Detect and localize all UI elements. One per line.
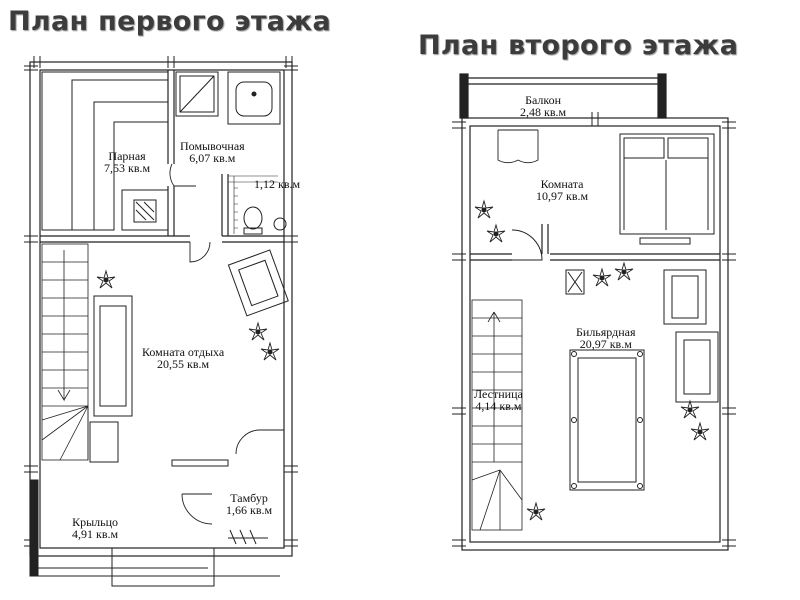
side-table bbox=[565, 269, 585, 295]
room-door bbox=[511, 229, 543, 261]
plant-icon bbox=[486, 224, 506, 243]
first-floor-partitions bbox=[40, 70, 284, 243]
plant-icon bbox=[260, 342, 280, 361]
plant-icon bbox=[474, 200, 494, 219]
toilet-room-tiles bbox=[227, 175, 278, 234]
plant-icon bbox=[96, 270, 116, 289]
first-floor-cabinet bbox=[89, 421, 119, 463]
plant-icon bbox=[690, 422, 710, 441]
washbasin bbox=[227, 71, 281, 125]
first-floor-plan bbox=[24, 56, 298, 587]
plant-icon bbox=[526, 502, 546, 521]
plant-icon bbox=[592, 268, 612, 287]
first-floor-staircase bbox=[41, 243, 89, 461]
second-floor-armchair bbox=[663, 269, 707, 325]
second-floor-partitions bbox=[470, 224, 720, 261]
first-floor-log-ends bbox=[24, 56, 298, 547]
second-floor-staircase bbox=[471, 299, 523, 531]
first-floor-bench bbox=[171, 459, 229, 467]
plant-icon bbox=[248, 322, 268, 341]
second-floor-plan bbox=[452, 73, 736, 551]
room-label-toilet: 1,12 кв.м bbox=[254, 177, 301, 191]
plant-icon bbox=[680, 400, 700, 419]
first-floor-plan-title: План первого этажа bbox=[8, 6, 331, 37]
side-table-cross bbox=[567, 271, 583, 293]
second-floor-outer-walls bbox=[461, 117, 729, 551]
steam-room-stove bbox=[121, 189, 169, 231]
first-floor-sofa bbox=[93, 295, 133, 417]
second-floor-armchair bbox=[675, 331, 719, 403]
toilet bbox=[243, 206, 263, 235]
double-bed bbox=[619, 133, 715, 245]
billiard-table bbox=[569, 349, 645, 491]
first-floor-outer-walls bbox=[29, 61, 293, 557]
shower bbox=[175, 71, 219, 117]
sink-small bbox=[273, 217, 287, 231]
first-floor-doors bbox=[169, 163, 284, 525]
first-floor-armchair bbox=[227, 249, 289, 317]
second-floor-log-ends bbox=[452, 112, 736, 547]
wardrobe-doors bbox=[497, 129, 539, 164]
plant-icon bbox=[614, 262, 634, 281]
porch bbox=[29, 479, 280, 587]
second-floor-plan-title: План второго этажа bbox=[418, 30, 739, 61]
